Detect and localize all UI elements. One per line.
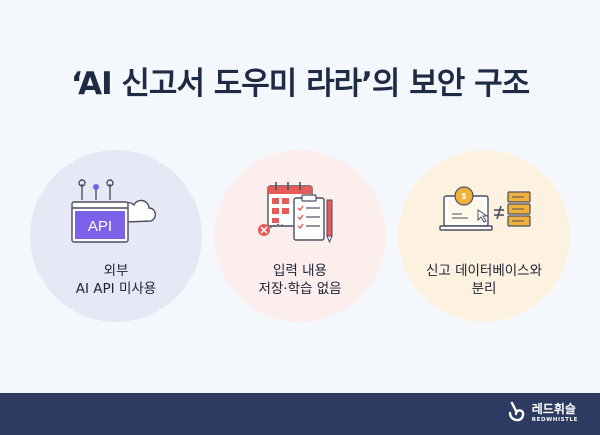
feature-label-3: 신고 데이터베이스와 분리	[398, 262, 570, 298]
brand-name-en: REDWHISTLE	[531, 416, 578, 423]
feature-label-3-line1: 신고 데이터베이스와	[425, 263, 543, 279]
brand-logo: 레드휘슬 REDWHISTLE	[506, 401, 578, 425]
feature-label-3-line2: 분리	[471, 281, 497, 297]
feature-label-2: 입력 내용 저장·학습 없음	[214, 262, 386, 298]
footer-bar: 레드휘슬 REDWHISTLE	[0, 393, 600, 435]
whistle-icon	[508, 401, 524, 422]
feature-circle-external-api: API 외부 AI API 미사용	[30, 150, 202, 322]
feature-circle-separated-db: $ 신고 데이터베이스와 분리	[398, 150, 570, 322]
calendar-checklist-icon	[258, 182, 333, 244]
brand-name-kr: 레드휘슬	[531, 401, 576, 416]
feature-circle-no-storage: 입력 내용 저장·학습 없음	[214, 150, 386, 322]
api-label: API	[88, 218, 112, 235]
api-cloud-icon: API	[71, 179, 156, 243]
feature-label-2-line1: 입력 내용	[273, 263, 327, 279]
feature-label-2-line2: 저장·학습 없음	[258, 281, 342, 297]
feature-label-1: 외부 AI API 미사용	[30, 262, 202, 298]
page-title: ‘AI 신고서 도우미 라라’의 보안 구조	[70, 66, 530, 102]
feature-label-1-line1: 외부	[103, 263, 129, 279]
laptop-server-icon: $	[439, 186, 531, 231]
svg-text:$: $	[462, 192, 467, 201]
feature-label-1-line2: AI API 미사용	[75, 281, 157, 297]
